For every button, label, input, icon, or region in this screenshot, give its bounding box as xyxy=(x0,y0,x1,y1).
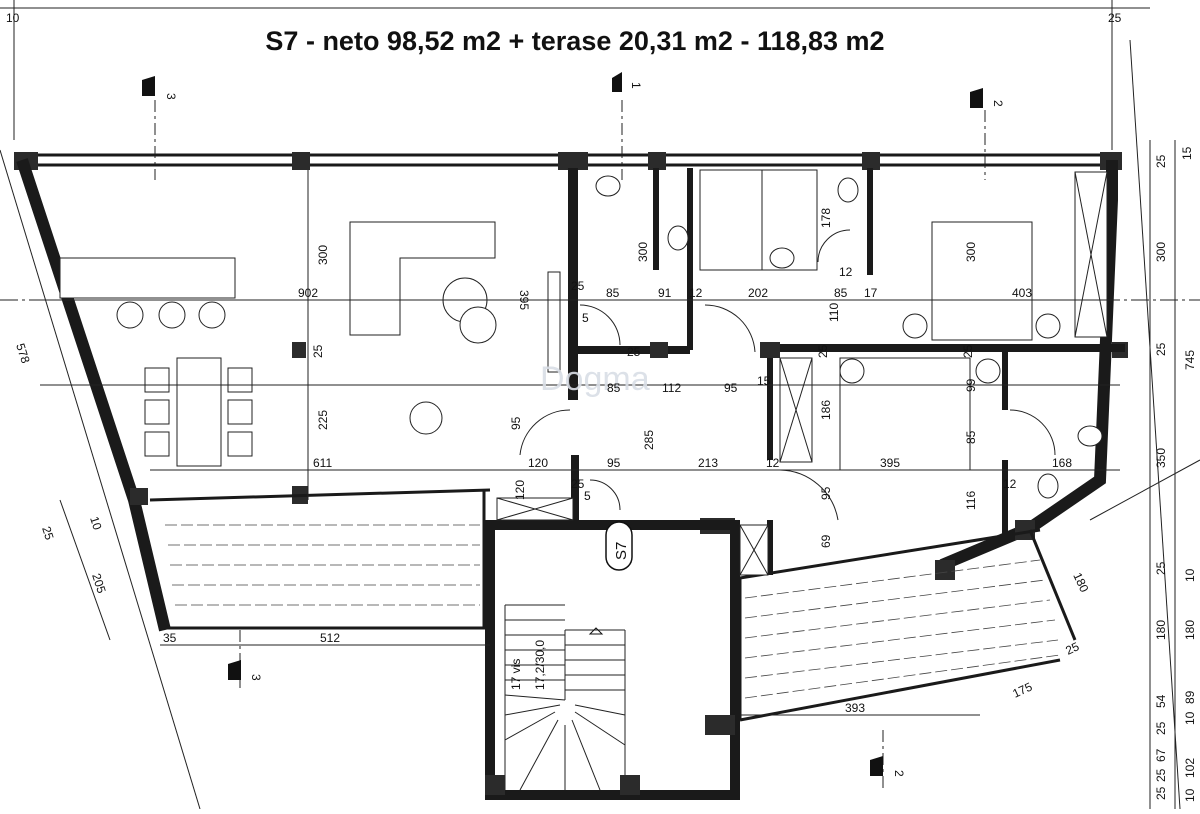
dim-r25b: 25 xyxy=(1154,721,1168,735)
dim-r10a: 10 xyxy=(1183,568,1197,582)
dim-r54: 54 xyxy=(1154,694,1168,708)
dim-225: 225 xyxy=(316,410,330,430)
staircase: 17 vis 17,2/30,0 xyxy=(485,520,740,800)
dim-r745: 745 xyxy=(1183,350,1197,370)
dim-r300: 300 xyxy=(1154,242,1168,262)
section-markers: 3 1 2 3 2 xyxy=(142,72,1005,777)
dimension-lines xyxy=(40,140,1176,809)
dim-178: 178 xyxy=(819,208,833,228)
dim-168: 168 xyxy=(1052,456,1072,470)
dim-175: 175 xyxy=(1010,679,1034,700)
dim-611: 611 xyxy=(313,456,332,470)
dim-85c: 85 xyxy=(607,381,621,395)
dim-r102: 102 xyxy=(1183,758,1197,778)
dim-205: 205 xyxy=(89,572,109,596)
door-swings xyxy=(519,229,1056,521)
dim-r15: 15 xyxy=(1180,146,1194,160)
dim-99: 99 xyxy=(964,378,978,392)
dim-r10b: 10 xyxy=(1183,711,1197,725)
dim-r180b: 180 xyxy=(1183,620,1197,640)
dim-r350: 350 xyxy=(1154,448,1168,468)
dim-r67: 67 xyxy=(1154,748,1168,762)
dim-r180: 180 xyxy=(1154,620,1168,640)
dim-r89: 89 xyxy=(1183,690,1197,704)
dim-r25d: 25 xyxy=(1154,768,1168,782)
dim-top-right: 25 xyxy=(1108,11,1122,25)
section-mark-1: 1 xyxy=(629,82,643,89)
dim-300a: 300 xyxy=(316,245,330,265)
stair-treads xyxy=(504,619,626,791)
dim-285: 285 xyxy=(642,430,656,450)
dim-91: 91 xyxy=(658,286,672,300)
dim-25b: 25 xyxy=(627,345,641,359)
dim-15: 15 xyxy=(757,374,771,388)
watermark: Dogma xyxy=(540,360,650,398)
terraces xyxy=(149,488,1077,722)
dim-95d: 95 xyxy=(819,486,833,500)
dim-25c: 25 xyxy=(311,344,325,358)
dim-120a: 120 xyxy=(528,456,548,470)
dim-25a: 25 xyxy=(571,279,585,293)
dim-r25f: 25 xyxy=(1154,154,1168,168)
dimension-labels: 10 25 902 395 300 300 300 25 85 91 12 20… xyxy=(6,11,1197,802)
dim-35: 35 xyxy=(163,631,177,645)
dim-12b: 12 xyxy=(839,265,853,279)
dim-213: 213 xyxy=(698,456,718,470)
dim-85b: 85 xyxy=(834,286,848,300)
dim-120b: 120 xyxy=(513,480,527,500)
dim-r10c: 10 xyxy=(1183,788,1197,802)
dim-25i: 25 xyxy=(1063,639,1081,657)
dim-top-left: 10 xyxy=(6,11,20,25)
dim-5b: 5 xyxy=(584,489,591,503)
unit-tag: S7 xyxy=(613,542,630,560)
dim-403: 403 xyxy=(1012,286,1032,300)
dim-10a: 10 xyxy=(87,515,105,532)
dim-95a: 95 xyxy=(724,381,738,395)
dim-393: 393 xyxy=(845,701,865,715)
stair-label-ratio: 17,2/30,0 xyxy=(533,640,547,690)
dim-12a: 12 xyxy=(689,286,703,300)
dim-112: 112 xyxy=(662,381,681,395)
section-mark-2-bottom: 2 xyxy=(892,770,906,777)
dim-95b: 95 xyxy=(509,416,523,430)
dim-85a: 85 xyxy=(606,286,620,300)
stair-label-vis: 17 vis xyxy=(509,659,523,690)
dim-300c: 300 xyxy=(964,242,978,262)
dim-5a: 5 xyxy=(582,311,589,325)
dim-r25e: 25 xyxy=(1154,342,1168,356)
section-mark-3-bottom: 3 xyxy=(249,674,263,681)
dim-95c: 95 xyxy=(607,456,621,470)
dim-395a: 395 xyxy=(517,290,531,310)
dim-r25c: 25 xyxy=(1154,786,1168,800)
dim-186: 186 xyxy=(819,400,833,420)
dim-25e: 25 xyxy=(961,344,975,358)
dim-578: 578 xyxy=(13,342,33,366)
dim-512: 512 xyxy=(320,631,340,645)
dim-25g: 25 xyxy=(571,477,585,491)
dim-116: 116 xyxy=(964,491,978,510)
dim-17: 17 xyxy=(864,286,878,300)
dim-300b: 300 xyxy=(636,242,650,262)
dim-902: 902 xyxy=(298,286,318,300)
section-mark-3-top: 3 xyxy=(164,93,178,100)
dim-395b: 395 xyxy=(880,456,900,470)
dim-85d: 85 xyxy=(964,430,978,444)
dim-69: 69 xyxy=(819,534,833,548)
section-mark-2-top: 2 xyxy=(991,100,1005,107)
dim-110: 110 xyxy=(827,303,841,322)
furniture xyxy=(59,169,1108,576)
dim-12d: 12 xyxy=(1003,477,1017,491)
page-title: S7 - neto 98,52 m2 + terase 20,31 m2 - 1… xyxy=(265,26,885,56)
dim-180a: 180 xyxy=(1070,570,1091,594)
dim-12c: 12 xyxy=(766,456,780,470)
dim-202: 202 xyxy=(748,286,768,300)
dim-25d: 25 xyxy=(816,344,830,358)
dim-25h: 25 xyxy=(39,525,57,542)
dim-r25a: 25 xyxy=(1154,561,1168,575)
